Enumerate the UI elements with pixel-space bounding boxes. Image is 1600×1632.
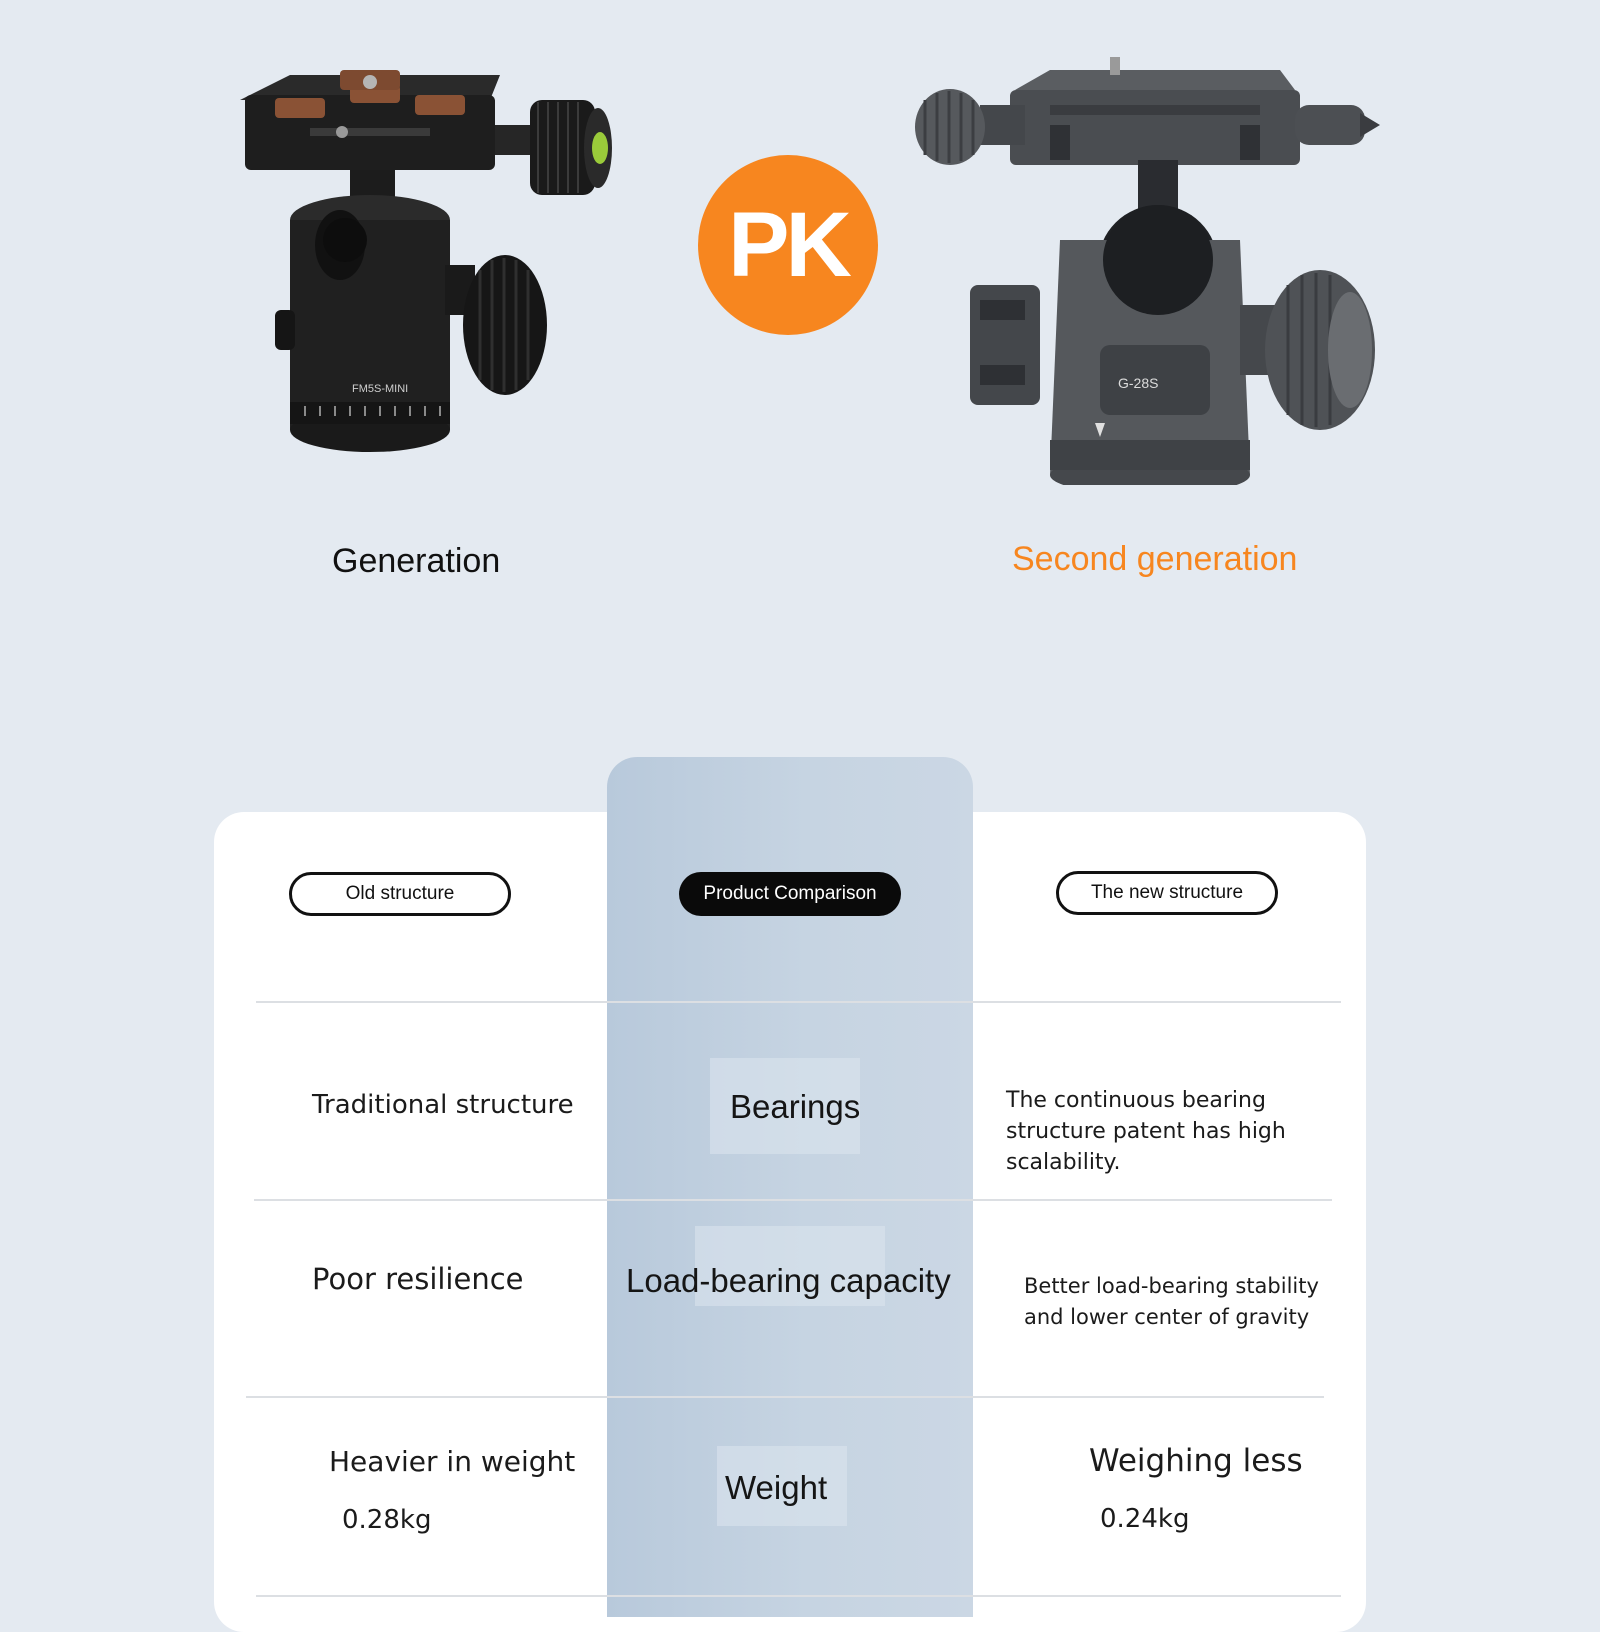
row-load-new-line: and lower center of gravity — [1024, 1305, 1310, 1329]
product-comparison-pill: Product Comparison — [679, 872, 901, 916]
row-load-feature-bg — [695, 1226, 885, 1306]
row-divider — [256, 1595, 1341, 1597]
row-bearings-old: Traditional structure — [312, 1090, 574, 1120]
row-weight-new: Weighing less — [1089, 1443, 1303, 1479]
row-bearings-new: The continuous bearing structure patent … — [1006, 1085, 1286, 1178]
row-bearings-new-line: scalability. — [1006, 1150, 1121, 1175]
row-load-old: Poor resilience — [312, 1262, 524, 1296]
row-divider — [256, 1001, 1341, 1003]
product-comparison-label: Product Comparison — [703, 883, 877, 904]
new-structure-pill: The new structure — [1056, 871, 1278, 915]
row-bearings-new-line: The continuous bearing — [1006, 1088, 1266, 1113]
new-structure-label: The new structure — [1090, 882, 1244, 903]
row-load-new-line: Better load-bearing stability — [1024, 1274, 1319, 1298]
pk-badge: PK — [698, 155, 878, 335]
row-weight-new-value: 0.24kg — [1100, 1504, 1190, 1534]
second-generation-ball-head-image: G-28S — [910, 45, 1400, 485]
first-model-engraving: FM5S-MINI — [352, 383, 408, 395]
row-load-new: Better load-bearing stability and lower … — [1024, 1271, 1319, 1333]
second-model-engraving: G-28S — [1118, 375, 1158, 391]
row-bearings-new-line: structure patent has high — [1006, 1119, 1286, 1144]
row-weight-old: Heavier in weight — [329, 1445, 576, 1478]
old-structure-pill: Old structure — [289, 872, 511, 916]
old-structure-label: Old structure — [345, 883, 455, 904]
row-load-feature: Load-bearing capacity — [626, 1262, 951, 1299]
first-generation-ball-head-image: FM5S-MINI — [230, 40, 650, 470]
row-weight-feature-bg — [717, 1446, 847, 1526]
first-generation-label: Generation — [332, 542, 501, 580]
second-generation-label: Second generation — [1012, 540, 1298, 578]
row-bearings-feature: Bearings — [730, 1088, 861, 1125]
row-divider — [254, 1199, 1332, 1201]
row-weight-feature: Weight — [725, 1469, 828, 1506]
row-weight-old-value: 0.28kg — [342, 1505, 432, 1535]
row-bearings-feature-bg — [710, 1058, 860, 1154]
row-divider — [246, 1396, 1324, 1398]
